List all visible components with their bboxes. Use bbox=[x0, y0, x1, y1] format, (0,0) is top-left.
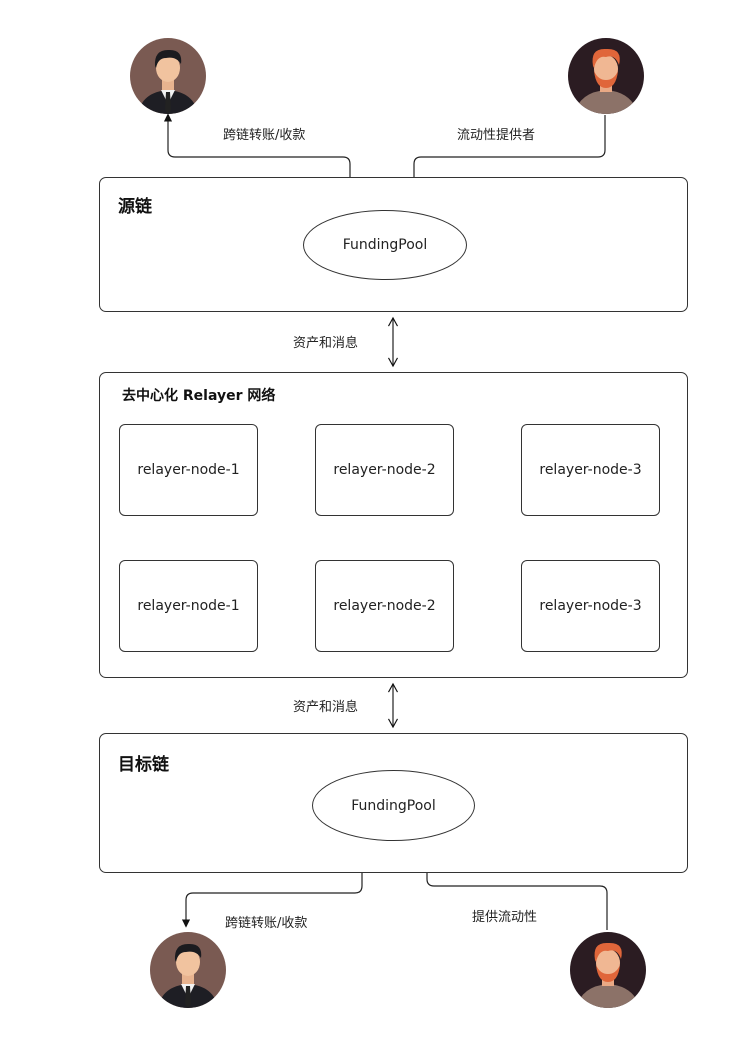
source-lp-connector bbox=[409, 115, 606, 207]
source-user-label: 跨链转账/收款 bbox=[223, 128, 306, 143]
source-funding-pool[interactable]: FundingPool bbox=[303, 210, 467, 280]
target-user-connector bbox=[181, 845, 363, 928]
target-lp-connector bbox=[422, 840, 608, 930]
source-chain-title: 源链 bbox=[118, 197, 152, 217]
target-user-label: 跨链转账/收款 bbox=[225, 916, 308, 931]
relayer-node[interactable]: relayer-node-1 bbox=[119, 560, 258, 652]
relayer-network-title: 去中心化 Relayer 网络 bbox=[122, 388, 276, 404]
target-lp-label: 提供流动性 bbox=[472, 910, 538, 925]
relayer-node[interactable]: relayer-node-2 bbox=[315, 424, 454, 516]
source-lp-label: 流动性提供者 bbox=[457, 128, 536, 143]
user-avatar-icon bbox=[130, 38, 206, 114]
relayer-node[interactable]: relayer-node-3 bbox=[521, 424, 660, 516]
relayer-node[interactable]: relayer-node-1 bbox=[119, 424, 258, 516]
target-provider-avatar-icon bbox=[570, 932, 646, 1008]
bottom-link-label: 资产和消息 bbox=[293, 700, 359, 715]
target-chain-title: 目标链 bbox=[118, 755, 169, 775]
top-link-label: 资产和消息 bbox=[293, 336, 359, 351]
target-funding-pool[interactable]: FundingPool bbox=[312, 770, 475, 841]
source-user-connector bbox=[163, 113, 355, 207]
receiver-avatar-icon bbox=[150, 932, 226, 1008]
relayer-node[interactable]: relayer-node-2 bbox=[315, 560, 454, 652]
provider-avatar-icon bbox=[568, 38, 644, 114]
relayer-node[interactable]: relayer-node-3 bbox=[521, 560, 660, 652]
